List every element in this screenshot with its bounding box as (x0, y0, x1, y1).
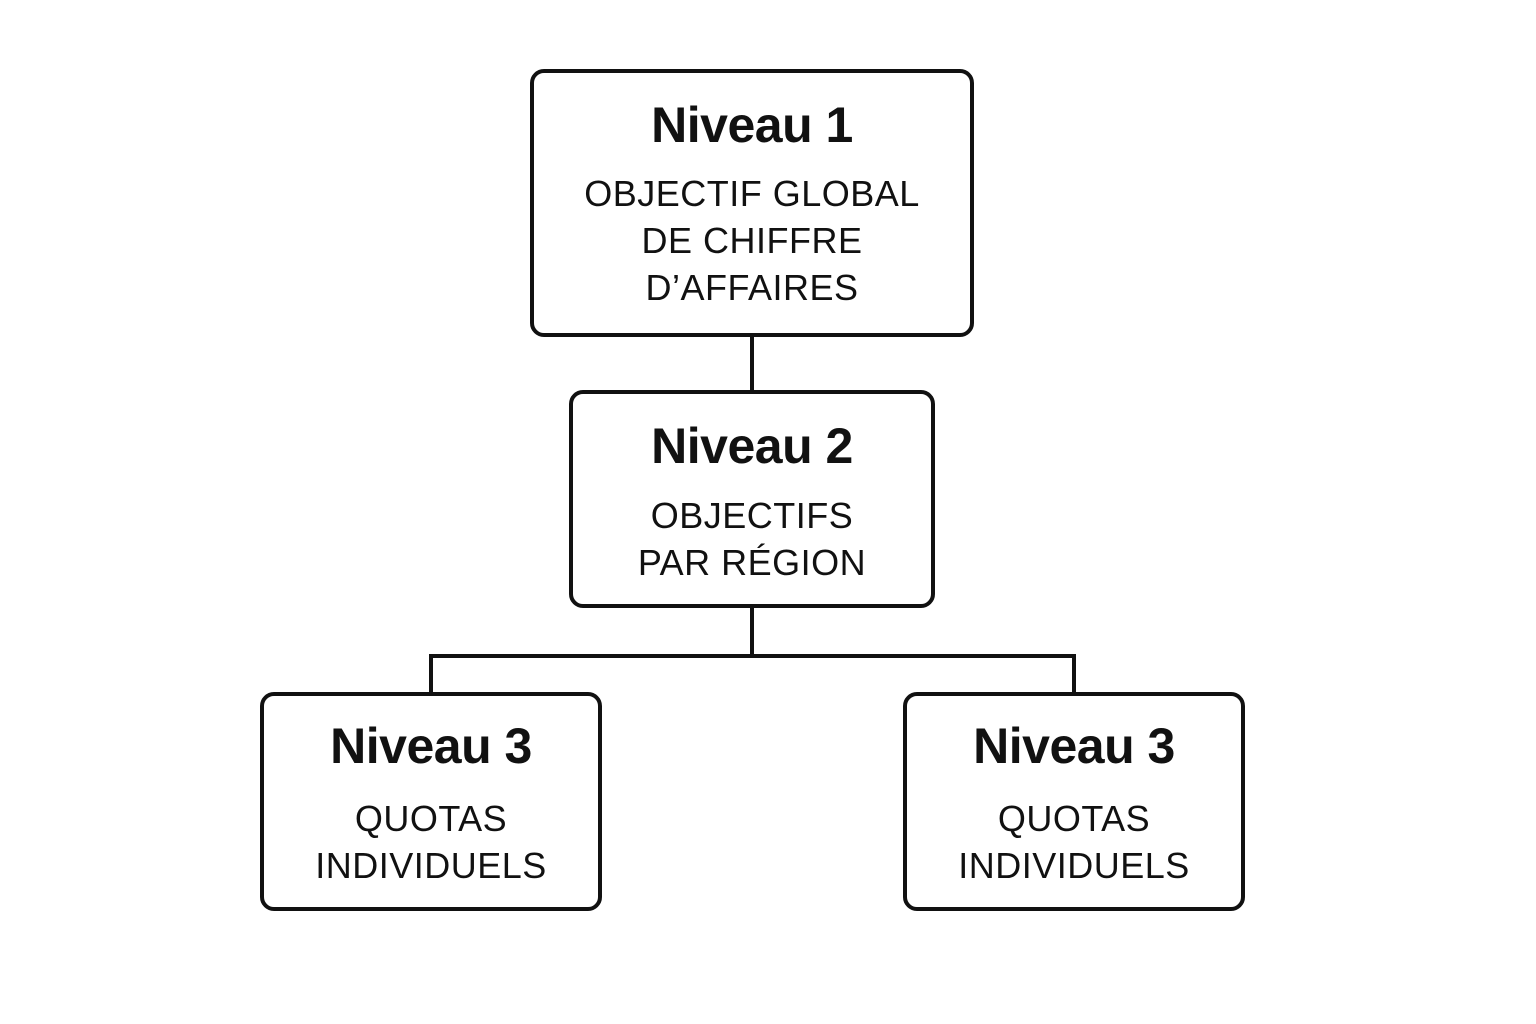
node-title: Niveau 2 (651, 418, 853, 474)
node-line: PAR RÉGION (637, 542, 867, 583)
node-line: DE CHIFFRE (641, 220, 863, 261)
node-level-2: Niveau 2 OBJECTIFS PAR RÉGION (569, 390, 935, 608)
node-level-3-left: Niveau 3 QUOTAS INDIVIDUELS (260, 692, 602, 911)
node-description: QUOTAS INDIVIDUELS (907, 795, 1241, 889)
node-description: OBJECTIF GLOBAL DE CHIFFRE D’AFFAIRES (534, 170, 970, 311)
node-title: Niveau 3 (973, 718, 1175, 774)
node-title: Niveau 3 (330, 718, 532, 774)
node-title: Niveau 1 (651, 97, 853, 153)
node-line: INDIVIDUELS (958, 845, 1190, 886)
node-level-3-right: Niveau 3 QUOTAS INDIVIDUELS (903, 692, 1245, 911)
node-line: OBJECTIF GLOBAL (584, 173, 920, 214)
node-line: INDIVIDUELS (315, 845, 547, 886)
node-line: QUOTAS (354, 798, 508, 839)
node-description: QUOTAS INDIVIDUELS (264, 795, 598, 889)
node-line: D’AFFAIRES (645, 267, 859, 308)
node-line: OBJECTIFS (650, 495, 854, 536)
node-line: QUOTAS (997, 798, 1151, 839)
node-level-1: Niveau 1 OBJECTIF GLOBAL DE CHIFFRE D’AF… (530, 69, 974, 337)
node-description: OBJECTIFS PAR RÉGION (573, 492, 931, 586)
